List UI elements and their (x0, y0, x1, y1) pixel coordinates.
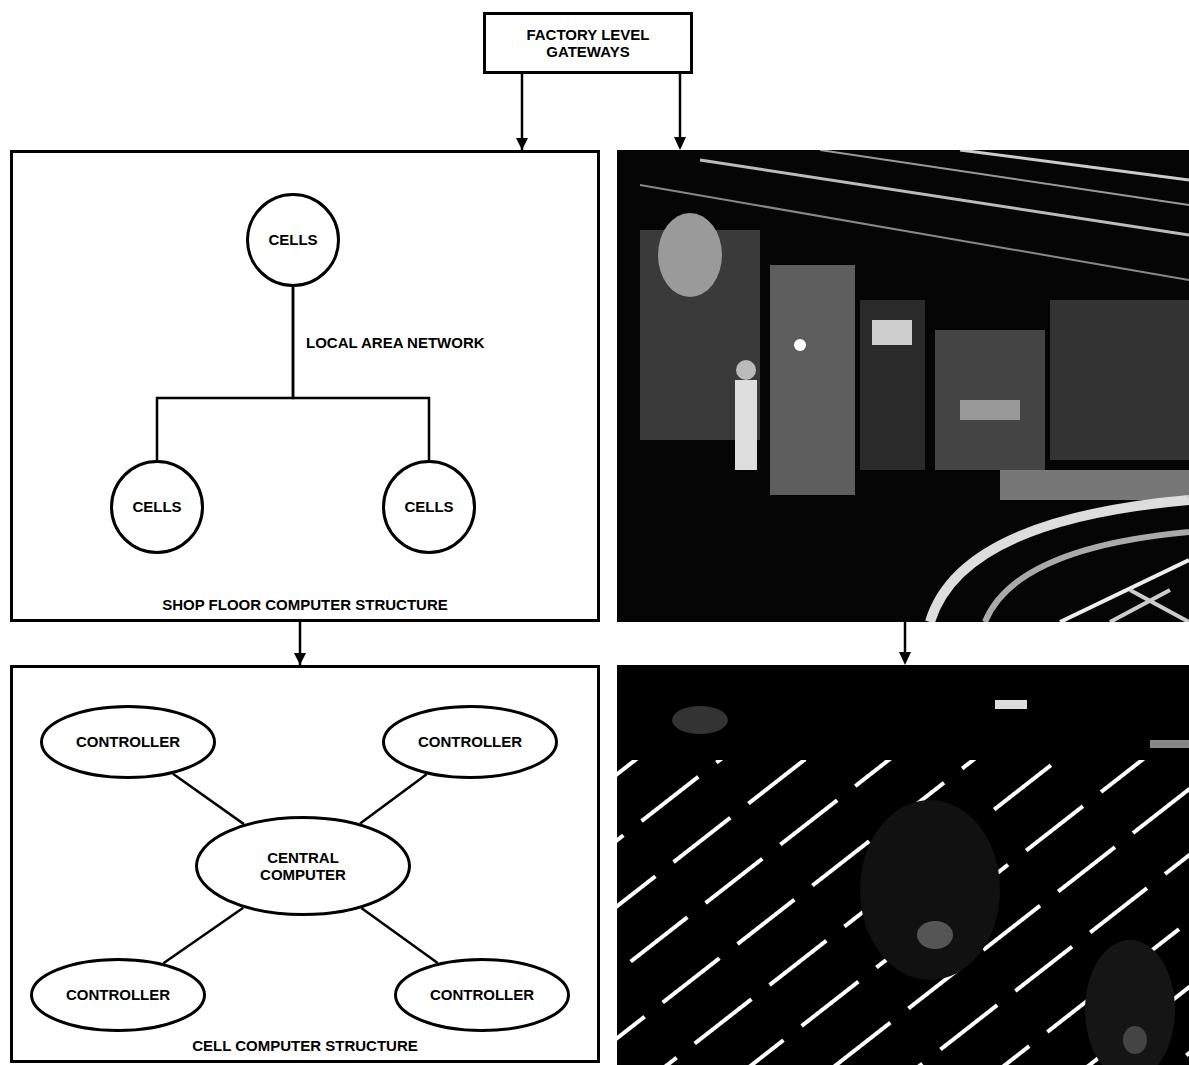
machine-panel (872, 320, 912, 345)
structure-panel: CELL COMPUTER STRUCTURE CONTROLLER CONTROL… (10, 665, 600, 1063)
gateway-box: FACTORY LEVEL GATEWAYS (483, 12, 693, 74)
cell-circle: CELLS (110, 460, 204, 554)
controller-ellipse: CONTROLLER (40, 705, 216, 779)
cell-circle: CELLS (246, 193, 340, 287)
ellipse-border (112, 462, 203, 553)
machine-part (672, 706, 728, 734)
connector (299, 622, 302, 665)
overhead-beam (960, 150, 1189, 180)
node-label: CONTROLLER (418, 733, 522, 750)
robot-shadow (1085, 940, 1175, 1065)
lamp (794, 339, 806, 351)
ellipse-border (384, 462, 475, 553)
structure-panel: SHOP FLOOR COMPUTER STRUCTURE CELLS CELLS C… (10, 150, 600, 622)
worker-head (736, 360, 756, 380)
connector (163, 908, 243, 964)
machine (770, 265, 855, 495)
ellipse-border (384, 707, 557, 778)
light (995, 700, 1027, 709)
central-computer-ellipse: CENTRAL COMPUTER (195, 816, 411, 916)
arrow-head (899, 652, 911, 665)
cell-photo (617, 665, 1189, 1065)
node-label: CONTROLLER (66, 986, 170, 1003)
photo-arrow (679, 74, 682, 137)
connector (157, 287, 293, 460)
machine (1050, 300, 1189, 460)
panel-title: SHOP FLOOR COMPUTER STRUCTURE (162, 596, 448, 613)
node-label: CELLS (268, 231, 317, 248)
overhead-beam (820, 150, 1189, 205)
connector (293, 287, 429, 460)
connector (521, 74, 524, 150)
conveyor-rail (1000, 470, 1189, 500)
robot-part (1123, 1026, 1147, 1054)
node-label: FACTORY LEVEL GATEWAYS (503, 26, 673, 61)
factory-photo (617, 150, 1189, 622)
ellipse-border (32, 960, 205, 1031)
ellipse-border (248, 195, 339, 286)
node-label: CELLS (132, 498, 181, 515)
light (1150, 740, 1189, 748)
worker (735, 380, 757, 470)
arrow-head (674, 137, 686, 150)
robot-shadow (860, 800, 1000, 980)
machine-panel (960, 400, 1020, 420)
machine (935, 330, 1045, 470)
connector-label: LOCAL AREA NETWORK (303, 333, 488, 352)
controller-ellipse: CONTROLLER (30, 958, 206, 1032)
photo-arrow (904, 622, 907, 652)
robot-part (917, 921, 953, 949)
node-label: CONTROLLER (76, 733, 180, 750)
controller-ellipse: CONTROLLER (382, 705, 558, 779)
conveyor (930, 500, 1189, 622)
node-label: CONTROLLER (430, 986, 534, 1003)
panel-title: CELL COMPUTER STRUCTURE (192, 1037, 418, 1054)
node-label: CENTRAL COMPUTER (253, 849, 353, 884)
controller-ellipse: CONTROLLER (394, 958, 570, 1032)
photo-ground (617, 150, 1189, 622)
connector (360, 774, 426, 823)
machine-part (658, 213, 722, 297)
ellipse-border (396, 960, 569, 1031)
conveyor (985, 532, 1189, 622)
ellipse-border (197, 818, 410, 915)
conveyor-cross (1110, 590, 1189, 622)
conveyor (1060, 560, 1189, 622)
connector (361, 908, 437, 963)
cell-circle: CELLS (382, 460, 476, 554)
machine (860, 300, 925, 470)
node-label: CELLS (404, 498, 453, 515)
ellipse-border (42, 707, 215, 778)
connector (173, 774, 244, 824)
